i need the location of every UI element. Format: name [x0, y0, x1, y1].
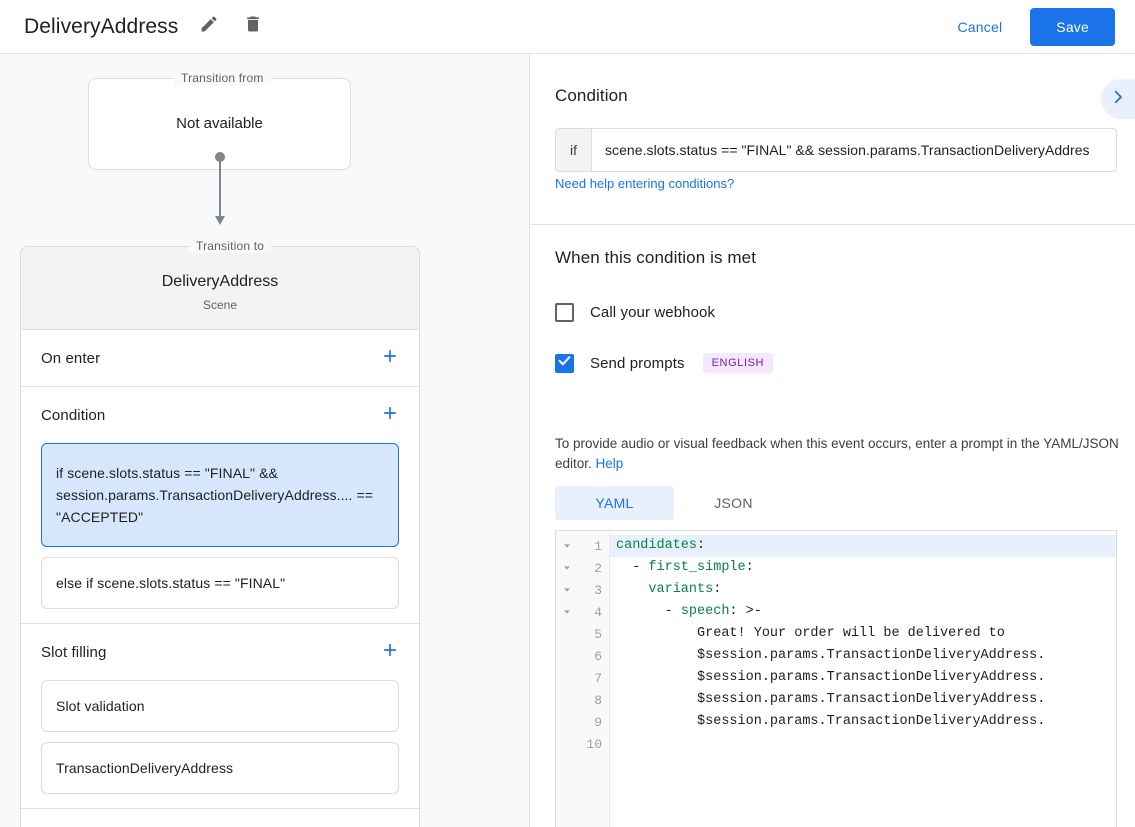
send-prompts-checkbox[interactable]	[555, 353, 574, 373]
arrow-line	[219, 160, 221, 219]
when-condition-met-section: When this condition is met Call your web…	[531, 226, 1135, 827]
call-your-webhook-checkbox[interactable]	[555, 303, 574, 322]
list-item-slot-validation[interactable]: Slot validation	[41, 680, 399, 732]
line-number: 7	[594, 670, 602, 686]
section-custom-intent-handling: Custom intent handling	[21, 809, 419, 827]
code-line: Great! Your order will be delivered to	[697, 626, 1005, 641]
fold-toggle-icon[interactable]	[561, 562, 573, 574]
trash-icon	[243, 14, 263, 39]
condition-input[interactable]	[592, 129, 1116, 171]
section-title-slot-filling: Slot filling	[41, 643, 107, 661]
webhook-checkbox-row[interactable]: Call your webhook	[555, 303, 715, 322]
code-line: $session.params.TransactionDeliveryAddre…	[697, 714, 1046, 729]
chevron-right-icon	[1109, 88, 1127, 111]
add-slot-filling-button[interactable]	[375, 637, 405, 667]
line-number: 9	[594, 714, 602, 730]
top-app-bar: DeliveryAddress Cancel Save	[0, 0, 1135, 54]
code-line: $session.params.TransactionDeliveryAddre…	[697, 670, 1046, 685]
section-title-on-enter: On enter	[41, 349, 101, 367]
arrow-head-icon	[215, 216, 225, 225]
language-badge: ENGLISH	[702, 353, 774, 373]
code-line	[610, 733, 1116, 755]
arrow-dot-icon	[215, 152, 225, 162]
add-condition-button[interactable]	[375, 400, 405, 430]
add-on-enter-button[interactable]	[375, 343, 405, 373]
section-body-condition: if scene.slots.status == "FINAL" && sess…	[21, 443, 419, 623]
condition-help-link[interactable]: Need help entering conditions?	[555, 176, 735, 191]
transition-arrow	[213, 152, 227, 292]
list-item-transaction-delivery-address[interactable]: TransactionDeliveryAddress	[41, 742, 399, 794]
editor-code-area[interactable]: candidates: - first_simple: variants: - …	[610, 531, 1116, 827]
list-item-condition-selected[interactable]: if scene.slots.status == "FINAL" && sess…	[41, 443, 399, 547]
section-body-slot-filling: Slot validation TransactionDeliveryAddre…	[21, 680, 419, 808]
section-condition: Condition if scene.slots.status == "FINA…	[21, 387, 419, 624]
code-line: - first_simple:	[632, 560, 754, 575]
cancel-button[interactable]: Cancel	[944, 10, 1017, 44]
line-number: 1	[556, 535, 609, 557]
scene-sections-accordion: On enter Condition if scene.slots.	[20, 329, 420, 827]
call-your-webhook-label: Call your webhook	[590, 304, 716, 321]
line-number: 3	[556, 579, 609, 601]
condition-input-wrapper[interactable]: if	[555, 128, 1117, 172]
fold-toggle-icon[interactable]	[561, 584, 573, 596]
send-prompts-label: Send prompts	[590, 354, 685, 372]
code-line: variants:	[648, 582, 722, 597]
save-button[interactable]: Save	[1030, 7, 1115, 46]
send-prompts-description: To provide audio or visual feedback when…	[555, 434, 1121, 474]
transition-to-legend: Transition to	[189, 239, 272, 253]
section-header-slot-filling[interactable]: Slot filling	[21, 624, 419, 680]
transition-to-value: DeliveryAddress	[161, 273, 279, 290]
transition-from-value: Not available	[176, 115, 263, 132]
fold-toggle-icon[interactable]	[561, 540, 573, 552]
tab-json[interactable]: JSON	[714, 495, 753, 511]
section-header-condition[interactable]: Condition	[21, 387, 419, 443]
line-number: 2	[556, 557, 609, 579]
plus-icon	[380, 640, 400, 665]
line-number: 4	[556, 601, 609, 623]
tab-yaml[interactable]: YAML	[555, 486, 674, 520]
checkmark-icon	[557, 353, 572, 373]
line-number: 6	[594, 648, 602, 664]
code-line: $session.params.TransactionDeliveryAddre…	[697, 648, 1046, 663]
expand-panel-button[interactable]	[1101, 79, 1135, 119]
line-number: 10	[586, 736, 602, 752]
send-prompts-checkbox-row[interactable]: Send prompts ENGLISH	[555, 353, 774, 373]
section-slot-filling: Slot filling Slot validation Transaction…	[21, 624, 419, 809]
line-number: 8	[594, 692, 602, 708]
edit-name-button[interactable]	[192, 10, 226, 44]
delete-button[interactable]	[236, 10, 270, 44]
code-line: candidates:	[610, 535, 1116, 557]
transition-from-legend: Transition from	[174, 71, 271, 85]
plus-icon	[380, 403, 400, 428]
when-met-heading: When this condition is met	[555, 248, 757, 267]
add-custom-intent-button[interactable]	[375, 822, 405, 827]
fold-toggle-icon[interactable]	[561, 606, 573, 618]
pencil-icon	[199, 14, 219, 39]
transition-to-card: Transition to DeliveryAddress Scene	[20, 239, 420, 329]
code-line: - speech: >-	[664, 604, 762, 619]
condition-editor-section: Condition if Need help entering conditio…	[531, 54, 1135, 225]
left-panel: Transition from Not available Transition…	[0, 54, 530, 827]
right-panel: Condition if Need help entering conditio…	[531, 54, 1135, 827]
line-number: 5	[594, 626, 602, 642]
code-line: $session.params.TransactionDeliveryAddre…	[697, 692, 1046, 707]
condition-heading: Condition	[555, 86, 628, 105]
section-header-custom-intent-handling[interactable]: Custom intent handling	[21, 809, 419, 827]
condition-if-label: if	[556, 129, 592, 171]
plus-icon	[380, 346, 400, 371]
section-title-condition: Condition	[41, 406, 106, 424]
editor-format-tabs: YAML JSON	[555, 486, 793, 520]
list-item-condition-else[interactable]: else if scene.slots.status == "FINAL"	[41, 557, 399, 609]
help-link[interactable]: Help	[595, 456, 624, 471]
section-on-enter: On enter	[21, 330, 419, 387]
page-title: DeliveryAddress	[24, 14, 179, 38]
section-header-on-enter[interactable]: On enter	[21, 330, 419, 386]
description-text: To provide audio or visual feedback when…	[555, 436, 1119, 471]
transition-to-subtitle: Scene	[202, 298, 238, 312]
